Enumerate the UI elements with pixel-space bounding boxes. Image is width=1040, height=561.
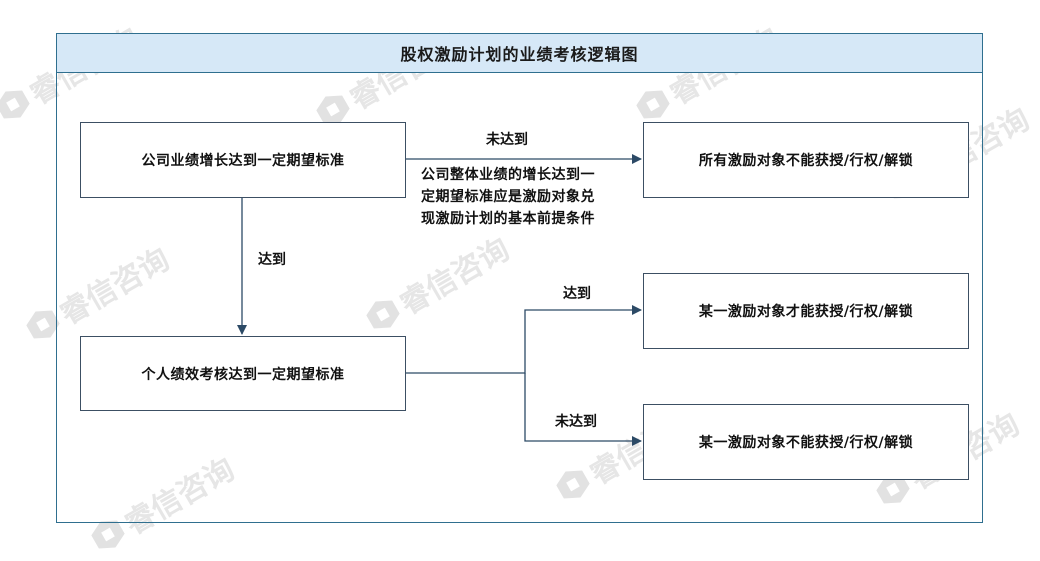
edge-label-personal-not-reached: 未达到 [555,414,597,430]
diagram-title: 股权激励计划的业绩考核逻辑图 [57,34,982,73]
node-company-growth: 公司业绩增长达到一定期望标准 [80,122,406,198]
edge-personal-to-some-cannot [524,373,642,446]
edge-label-personal-reached: 达到 [563,286,591,302]
edge-label-company-reached: 达到 [258,252,286,268]
premise-note-line: 公司整体业绩的增长达到一 [421,167,595,183]
node-all-cannot-receive: 所有激励对象不能获授/行权/解锁 [643,122,969,198]
node-some-can-receive: 某一激励对象才能获授/行权/解锁 [643,273,969,349]
premise-note-line: 现激励计划的基本前提条件 [421,211,595,227]
edge-label-company-not-reached: 未达到 [486,132,528,148]
premise-note: 公司整体业绩的增长达到一 定期望标准应是激励对象兑 现激励计划的基本前提条件 [421,164,595,230]
premise-note-line: 定期望标准应是激励对象兑 [421,189,595,205]
node-personal-performance: 个人绩效考核达到一定期望标准 [80,336,406,411]
edge-personal-to-some-can [406,305,642,374]
diagram-frame: 股权激励计划的业绩考核逻辑图 [56,33,983,523]
node-some-cannot-receive: 某一激励对象不能获授/行权/解锁 [643,404,969,480]
